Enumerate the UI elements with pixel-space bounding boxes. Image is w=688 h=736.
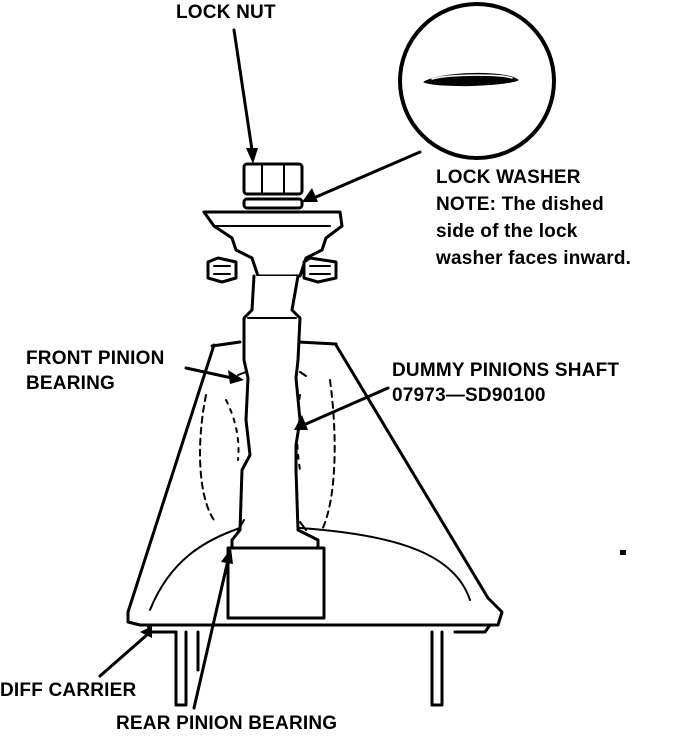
- lock-washer-label: LOCK WASHER: [436, 167, 581, 188]
- note-line: NOTE: The dished: [436, 194, 604, 215]
- lock-nut: [242, 162, 304, 196]
- note-line: side of the lock: [436, 221, 578, 242]
- note-line: washer faces inward.: [436, 248, 632, 269]
- lock-washer-note: NOTE: The dished side of the lock washer…: [436, 191, 631, 272]
- rear-pinion-bearing-label: REAR PINION BEARING: [116, 713, 338, 734]
- washer-detail-magnifier: [398, 2, 556, 160]
- label-line: DUMMY PINIONS SHAFT: [392, 360, 620, 381]
- part-number: 07973—SD90100: [392, 385, 546, 406]
- companion-flange: [202, 210, 344, 284]
- rear-bearing-block: [226, 546, 326, 620]
- dummy-pinion-shaft-label: DUMMY PINIONS SHAFT 07973—SD90100: [392, 358, 619, 408]
- label-line: FRONT PINION: [26, 348, 165, 369]
- leader-lines: [98, 28, 422, 710]
- lock-washer: [242, 197, 304, 210]
- diff-carrier-label: DIFF CARRIER: [0, 680, 137, 701]
- diff-carrier-housing: [126, 340, 504, 707]
- front-pinion-bearing-label: FRONT PINION BEARING: [26, 346, 165, 396]
- lock-nut-label: LOCK NUT: [176, 2, 276, 23]
- label-line: BEARING: [26, 373, 116, 394]
